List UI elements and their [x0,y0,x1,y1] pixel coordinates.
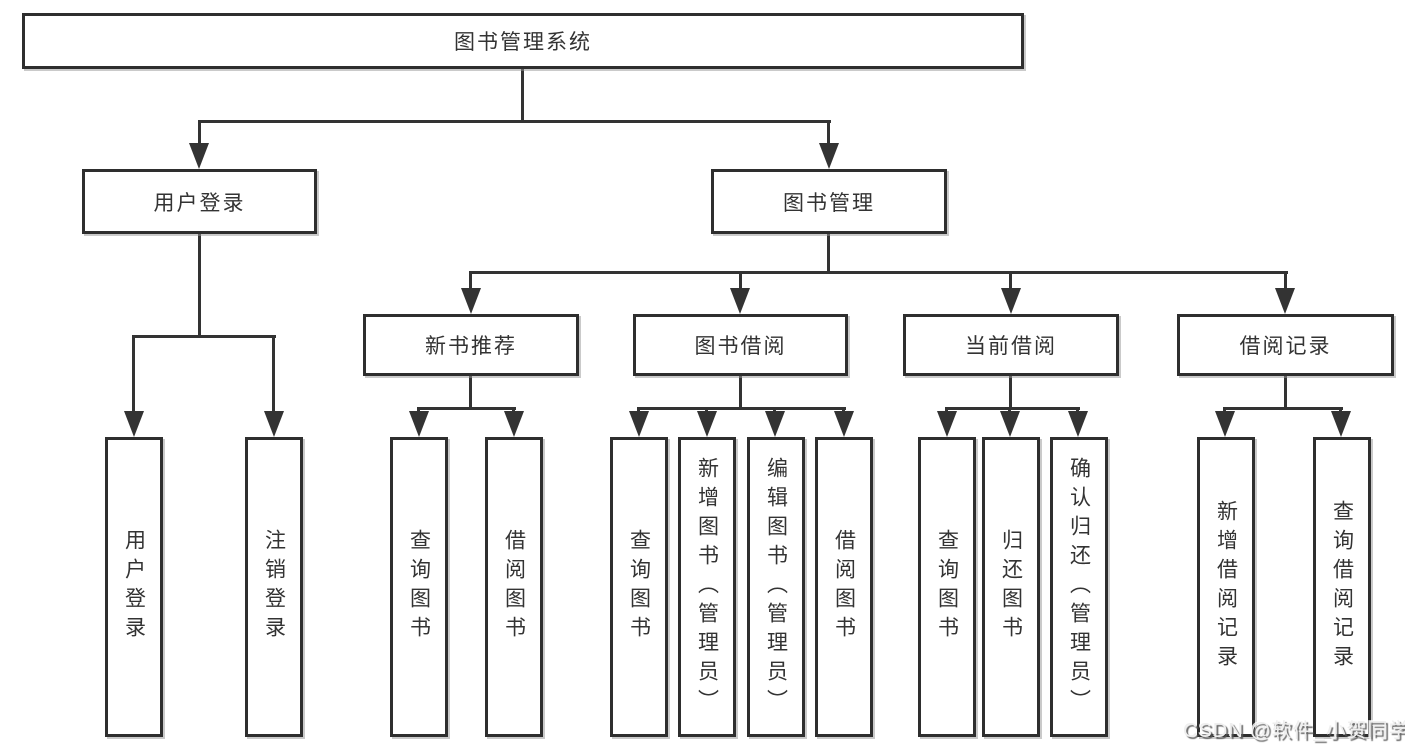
node-label: 图书管理系统 [454,31,592,54]
leaf-edit-books-admin: 编辑图书（管理员） [747,437,805,737]
node-label: 新增图书（管理员） [695,456,719,718]
node-label: 注销登录 [262,529,286,645]
node-label: 确认归还（管理员） [1067,456,1091,718]
leaf-query-books: 查询图书 [610,437,668,737]
node-book-borrow: 图书借阅 [633,314,848,376]
node-label: 借阅图书 [502,529,526,645]
arrow-down-icon [1068,411,1088,437]
leaf-confirm-return-admin: 确认归还（管理员） [1050,437,1108,737]
node-label: 用户登录 [153,191,246,215]
node-label: 查询图书 [407,529,431,645]
connector-current-borrow-rail [945,407,1080,410]
connector-level3-stem [1284,271,1287,290]
arrow-down-icon [461,288,481,314]
leaf-query-books: 查询图书 [918,437,976,737]
connector-level3-rail [469,271,1288,274]
arrow-down-icon [1001,288,1021,314]
node-label: 查询借阅记录 [1330,500,1354,674]
node-library-system: 图书管理系统 [22,13,1024,69]
connector-root-drop [521,69,524,120]
node-label: 用户登录 [122,529,146,645]
leaf-logout: 注销登录 [245,437,303,737]
node-label: 查询图书 [935,529,959,645]
connector-level3-stem [469,271,472,290]
node-book-management: 图书管理 [711,169,947,234]
node-label: 新增借阅记录 [1214,500,1238,674]
leaf-add-books-admin: 新增图书（管理员） [678,437,736,737]
connector-book-borrow-drop [739,375,742,410]
arrow-down-icon [765,411,785,437]
arrow-down-icon [1331,411,1351,437]
node-label: 图书管理 [783,191,875,215]
leaf-borrow-books: 借阅图书 [485,437,543,737]
connector-book-mgmt-stem [827,120,830,145]
connector-borrow-record-drop [1284,375,1287,410]
arrow-down-icon [819,143,839,169]
arrow-down-icon [937,411,957,437]
node-label: 归还图书 [999,529,1023,645]
node-label: 编辑图书（管理员） [764,456,788,718]
watermark: CSDN @软件_小贺同学 [1183,720,1405,742]
connector-leaf-stem [132,335,135,413]
node-current-borrow: 当前借阅 [903,314,1119,376]
arrow-down-icon [1000,411,1020,437]
connector-new-book-rail [417,407,516,410]
leaf-query-books: 查询图书 [390,437,448,737]
connector-user-login-stem [198,120,201,145]
node-label: 当前借阅 [965,335,1057,358]
node-label: 借阅图书 [832,529,856,645]
node-label: 新书推荐 [425,335,517,358]
arrow-down-icon [834,411,854,437]
connector-leaf-stem [272,335,275,413]
connector-book-borrow-rail [637,407,846,410]
node-user-login: 用户登录 [82,169,317,234]
arrow-down-icon [730,288,750,314]
connector-level3-stem [739,271,742,290]
node-label: 查询图书 [627,529,651,645]
leaf-add-borrow-record: 新增借阅记录 [1197,437,1255,737]
arrow-down-icon [629,411,649,437]
connector-user-login-drop [198,233,201,338]
arrow-down-icon [1275,288,1295,314]
leaf-user-login: 用户登录 [105,437,163,737]
node-label: 图书借阅 [694,335,787,358]
arrow-down-icon [124,411,144,437]
node-new-book-recommend: 新书推荐 [363,314,579,376]
connector-book-mgmt-drop [827,233,830,274]
node-label: 借阅记录 [1239,335,1332,358]
arrow-down-icon [504,411,524,437]
connector-level3-stem [1009,271,1012,290]
connector-level2-rail [198,120,831,123]
arrow-down-icon [189,143,209,169]
leaf-return-books: 归还图书 [982,437,1040,737]
arrow-down-icon [697,411,717,437]
connector-user-login-rail [132,335,276,338]
arrow-down-icon [1215,411,1235,437]
connector-new-book-drop [469,375,472,410]
node-borrow-records: 借阅记录 [1177,314,1394,376]
arrow-down-icon [264,411,284,437]
arrow-down-icon [409,411,429,437]
leaf-query-borrow-record: 查询借阅记录 [1313,437,1371,737]
connector-borrow-record-rail [1223,407,1343,410]
leaf-borrow-books: 借阅图书 [815,437,873,737]
connector-current-borrow-drop [1009,375,1012,410]
